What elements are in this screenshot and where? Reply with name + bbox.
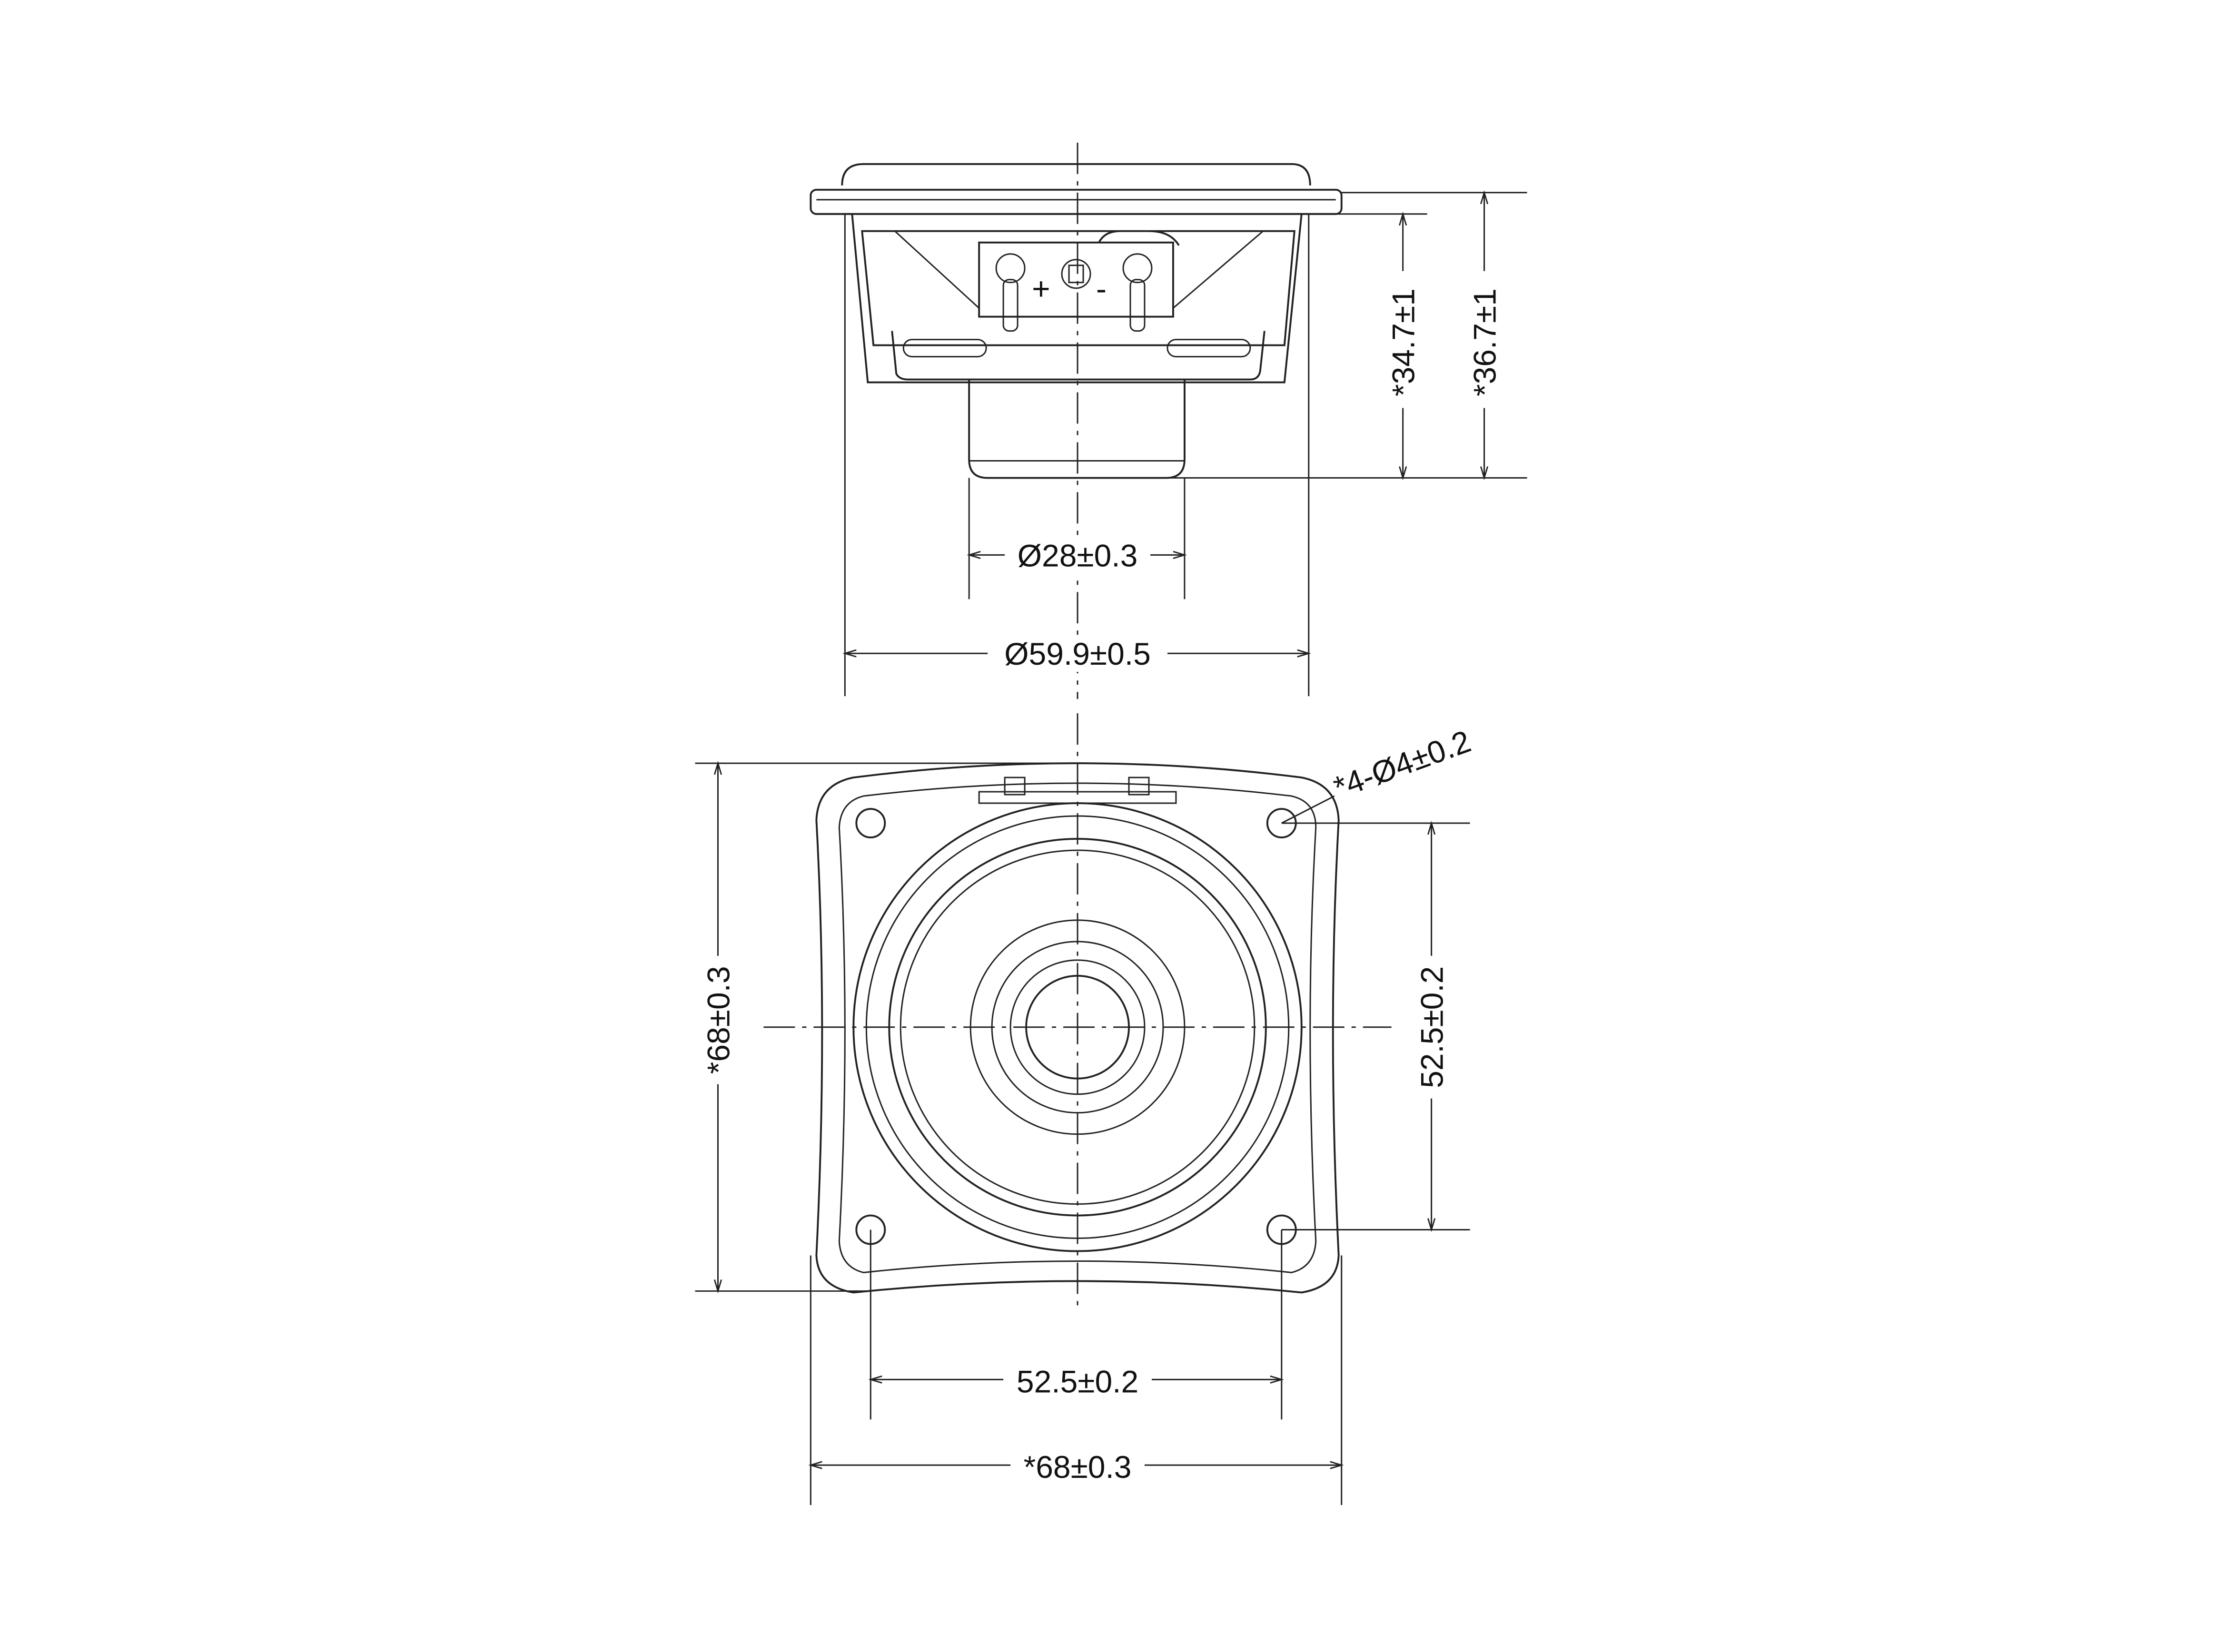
magnet: [968, 379, 1186, 479]
frame-flange: [810, 188, 1343, 215]
dim-overall-width: *68±0.3: [1024, 1449, 1132, 1485]
basket: [851, 214, 1303, 384]
terminal-plus-icon: [995, 253, 1026, 284]
terminal-minus-icon: [1122, 253, 1153, 284]
dim-magnet-diameter: Ø28±0.3: [1018, 538, 1138, 573]
mount-hole-icon: [855, 808, 886, 838]
basket-window: [861, 230, 1295, 346]
terminal-minus-label: -: [1096, 271, 1107, 306]
terminal-plus-label: +: [1032, 271, 1050, 306]
terminal-plate: [978, 241, 1174, 318]
frame-inner-outline: [838, 782, 1317, 1273]
dim-mount-holes: *4-Ø4±0.2: [1329, 723, 1475, 805]
dim-frame-diameter: Ø59.9±0.5: [1004, 636, 1151, 671]
dim-overall-height: *68±0.3: [701, 966, 736, 1074]
dim-hole-spacing-horizontal: 52.5±0.2: [1017, 1364, 1138, 1399]
front-view: *4-Ø4±0.2 *68±0.3 52.5±0.2 52.5±0.2 *68±…: [695, 713, 1475, 1505]
dim-depth-total: *36.7±1: [1467, 288, 1503, 396]
surround-profile: [841, 163, 1311, 186]
dim-hole-spacing-vertical: 52.5±0.2: [1414, 966, 1450, 1088]
basket-lower: [891, 331, 1266, 381]
polarity-marker-icon: [1061, 259, 1091, 289]
side-view: + - Ø28±0.3 Ø59.9±0.5 *34.7±1 *36.7±1: [810, 142, 1527, 699]
dim-depth-inner: *34.7±1: [1386, 288, 1421, 396]
frame-outline: [815, 762, 1340, 1294]
